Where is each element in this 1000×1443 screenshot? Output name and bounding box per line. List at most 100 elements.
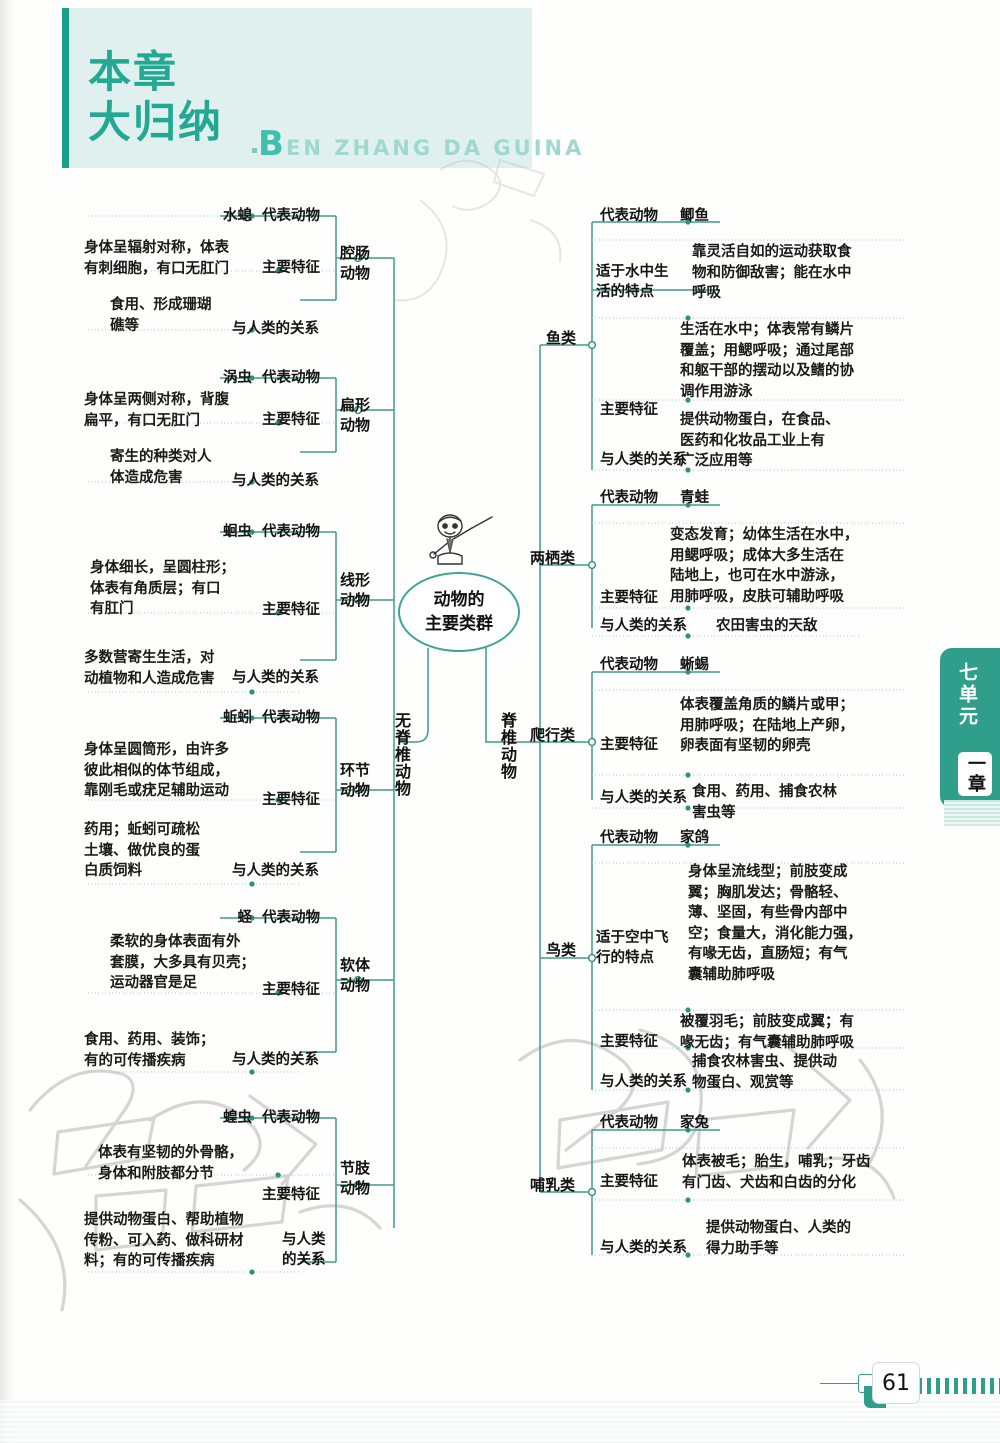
invert-0-rep-label: 代表动物 xyxy=(262,208,320,224)
vert-1-rep-label: 代表动物 xyxy=(600,490,658,506)
center-node-label: 动物的 主要类群 xyxy=(425,590,493,634)
vert-1-representative: 青蛙 xyxy=(680,490,709,506)
invert-0-group: 腔肠 动物 xyxy=(340,244,371,282)
invert-0-relation: 食用、形成珊瑚 礁等 xyxy=(110,297,212,334)
vert-0-rep-label: 代表动物 xyxy=(600,208,658,224)
page-number: 61 xyxy=(872,1362,920,1404)
vert-2-features-label: 主要特征 xyxy=(600,737,658,753)
footer-hatch-pattern xyxy=(900,1378,1000,1394)
side-tab-shadow xyxy=(944,800,1000,826)
chapter-header-block xyxy=(62,8,532,168)
footer-band xyxy=(0,1400,1000,1443)
footer-rule xyxy=(820,1383,866,1384)
invert-2-rep-label: 代表动物 xyxy=(262,524,320,540)
vert-4-rep-label: 代表动物 xyxy=(600,1115,658,1131)
vert-3-rep-label: 代表动物 xyxy=(600,830,658,846)
pinyin-subtitle: EN ZHANG DA GUINA xyxy=(286,136,585,160)
invert-1-relation-label: 与人类的关系 xyxy=(232,473,319,489)
page-binding-edge xyxy=(0,0,14,1443)
vert-0-adaptation-label: 适于水中生 活的特点 xyxy=(596,264,669,300)
invert-4-features-label: 主要特征 xyxy=(262,982,320,998)
vert-4-relation: 提供动物蛋白、人类的 得力助手等 xyxy=(706,1220,851,1257)
center-node: 动物的 主要类群 xyxy=(398,572,520,652)
invert-0-features: 身体呈辐射对称，体表 有刺细胞，有口无肛门 xyxy=(84,240,229,277)
vert-4-relation-label: 与人类的关系 xyxy=(600,1240,687,1256)
vert-2-group: 爬行类 xyxy=(530,726,576,744)
invert-1-features-label: 主要特征 xyxy=(262,412,320,428)
invert-5-features-label: 主要特征 xyxy=(262,1187,320,1203)
vert-0-features-label: 主要特征 xyxy=(600,402,658,418)
chapter-side-tab-label: 一章 xyxy=(958,752,992,796)
invert-0-relation-label: 与人类的关系 xyxy=(232,321,319,337)
teacher-illustration xyxy=(429,514,493,565)
vert-2-relation: 食用、药用、捕食农林 害虫等 xyxy=(692,784,837,821)
invert-4-group: 软体 动物 xyxy=(340,956,371,994)
invert-4-features: 柔软的身体表面有外 套膜，大多具有贝壳； 运动器官是足 xyxy=(110,934,255,991)
vert-2-representative: 蜥蜴 xyxy=(680,657,709,673)
invert-1-rep-label: 代表动物 xyxy=(262,370,320,386)
invert-3-relation-label: 与人类的关系 xyxy=(232,863,319,879)
vert-0-representative: 鲫鱼 xyxy=(680,208,709,224)
vert-4-group: 哺乳类 xyxy=(530,1176,576,1194)
branch-invertebrates-label: 无脊椎动物 xyxy=(392,712,411,797)
branch-vertebrates-label: 脊椎动物 xyxy=(498,712,517,780)
page-title: 本章 大归纳 xyxy=(88,48,223,148)
invert-5-rep-label: 代表动物 xyxy=(262,1110,320,1126)
invert-2-features-label: 主要特征 xyxy=(262,602,320,618)
vert-0-group: 鱼类 xyxy=(546,329,577,347)
invert-5-representative: 蝗虫 xyxy=(223,1110,252,1126)
invert-2-representative: 蛔虫 xyxy=(223,524,252,540)
vert-1-group: 两栖类 xyxy=(530,549,576,567)
vert-1-relation-label: 与人类的关系 xyxy=(600,618,687,634)
invert-1-group: 扁形 动物 xyxy=(340,396,371,434)
invert-2-relation-label: 与人类的关系 xyxy=(232,670,319,686)
vert-3-relation: 捕食农林害虫、提供动 物蛋白、观赏等 xyxy=(692,1054,837,1091)
invert-4-rep-label: 代表动物 xyxy=(262,910,320,926)
invert-4-relation: 食用、药用、装饰； 有的可传播疾病 xyxy=(84,1032,215,1069)
invert-3-features: 身体呈圆筒形，由许多 彼此相似的体节组成， 靠刚毛或疣足辅助运动 xyxy=(84,742,229,799)
invert-2-features: 身体细长，呈圆柱形； 体表有角质层；有口 有肛门 xyxy=(90,560,235,617)
vert-4-features: 体表被毛；胎生，哺乳；牙齿 有门齿、犬齿和白齿的分化 xyxy=(682,1154,871,1191)
vert-1-features-label: 主要特征 xyxy=(600,590,658,606)
unit-side-tab-label: 七单元 xyxy=(956,662,978,728)
vert-3-adaptation-label: 适于空中飞 行的特点 xyxy=(596,930,669,966)
vert-1-relation: 农田害虫的天敌 xyxy=(716,618,818,634)
pinyin-initial: B xyxy=(258,124,284,164)
vert-1-features: 变态发育；幼体生活在水中， 用鳃呼吸；成体大多生活在 陆地上，也可在水中游泳， … xyxy=(670,527,859,605)
vert-3-features: 被覆羽毛；前肢变成翼；有 喙无齿；有气囊辅助肺呼吸 xyxy=(680,1014,854,1051)
vert-2-relation-label: 与人类的关系 xyxy=(600,790,687,806)
invert-3-representative: 蚯蚓 xyxy=(223,710,252,726)
invert-1-representative: 涡虫 xyxy=(223,370,252,386)
invert-2-relation: 多数营寄生生活，对 动植物和人造成危害 xyxy=(84,650,215,687)
invert-1-relation: 寄生的种类对人 体造成危害 xyxy=(110,449,212,486)
invert-0-representative: 水螅 xyxy=(223,208,252,224)
invert-3-features-label: 主要特征 xyxy=(262,792,320,808)
invert-5-group: 节肢 动物 xyxy=(340,1159,371,1197)
invert-4-representative: 蛏 xyxy=(237,910,253,926)
invert-3-relation: 药用；蚯蚓可疏松 土壤、做优良的蛋 白质饲料 xyxy=(84,822,200,879)
invert-2-group: 线形 动物 xyxy=(340,571,371,609)
invert-3-group: 环节 动物 xyxy=(340,761,371,799)
vert-3-group: 鸟类 xyxy=(546,941,577,959)
vert-4-representative: 家兔 xyxy=(680,1115,709,1131)
invert-0-features-label: 主要特征 xyxy=(262,260,320,276)
header-accent-bar xyxy=(62,8,69,168)
pinyin-dot xyxy=(252,148,257,153)
vert-0-adaptation: 靠灵活自如的运动获取食 物和防御敌害；能在水中 呼吸 xyxy=(692,244,852,301)
vert-3-relation-label: 与人类的关系 xyxy=(600,1074,687,1090)
vert-2-features: 体表覆盖角质的鳞片或甲； 用肺呼吸；在陆地上产卵， 卵表面有坚韧的卵壳 xyxy=(680,697,854,754)
invert-5-relation-label: 与人类 的关系 xyxy=(282,1232,326,1268)
vert-4-features-label: 主要特征 xyxy=(600,1174,658,1190)
invert-5-relation: 提供动物蛋白、帮助植物 传粉、可入药、做科研材 料；有的可传播疾病 xyxy=(84,1212,244,1269)
invert-5-features: 体表有坚韧的外骨骼， 身体和附肢都分节 xyxy=(98,1145,243,1182)
invert-3-rep-label: 代表动物 xyxy=(262,710,320,726)
vert-3-representative: 家鸽 xyxy=(680,830,709,846)
vert-2-rep-label: 代表动物 xyxy=(600,657,658,673)
vert-0-relation-label: 与人类的关系 xyxy=(600,452,687,468)
vert-0-relation: 提供动物蛋白，在食品、 医药和化妆品工业上有 广泛应用等 xyxy=(680,412,840,469)
invert-1-features: 身体呈两侧对称，背腹 扁平，有口无肛门 xyxy=(84,392,229,429)
vert-3-adaptation: 身体呈流线型；前肢变成 翼；胸肌发达；骨骼轻、 薄、坚固，有些骨内部中 空；食量… xyxy=(688,864,862,983)
vert-0-features: 生活在水中；体表常有鳞片 覆盖；用鳃呼吸；通过尾部 和躯干部的摆动以及鳍的协 调… xyxy=(680,322,854,400)
